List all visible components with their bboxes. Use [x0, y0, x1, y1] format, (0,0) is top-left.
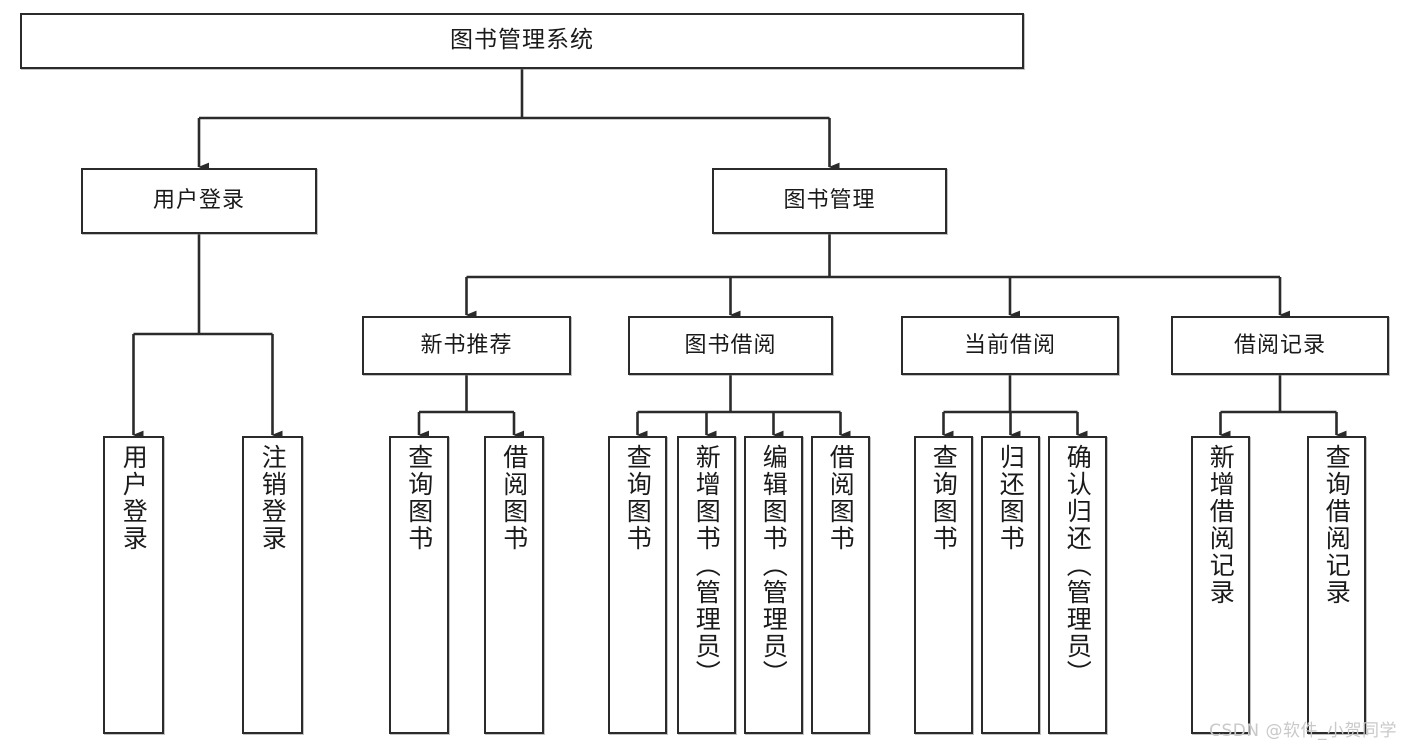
node-label: 查询图书 [404, 444, 434, 552]
node-leaf4[interactable]: 借阅图书 [484, 436, 544, 734]
node-label: 查询图书 [929, 444, 959, 552]
node-label: 注销登录 [258, 444, 288, 552]
node-leaf1[interactable]: 用户登录 [103, 436, 164, 734]
node-label: 新书推荐 [420, 332, 513, 358]
node-leaf9[interactable]: 查询图书 [914, 436, 973, 734]
node-current[interactable]: 当前借阅 [901, 316, 1119, 375]
node-records[interactable]: 借阅记录 [1171, 316, 1389, 375]
node-label: 新增图书（管理员） [692, 444, 722, 687]
node-label: 图书管理系统 [450, 27, 594, 54]
node-label: 当前借阅 [963, 332, 1056, 358]
node-login[interactable]: 用户登录 [81, 168, 317, 234]
node-label: 新增借阅记录 [1206, 444, 1236, 606]
node-newbook[interactable]: 新书推荐 [362, 316, 571, 375]
node-leaf3[interactable]: 查询图书 [389, 436, 449, 734]
node-label: 编辑图书（管理员） [759, 444, 789, 687]
node-label: 用户登录 [152, 188, 245, 214]
node-label: 图书借阅 [684, 332, 777, 358]
node-label: 借阅记录 [1233, 332, 1326, 358]
node-label: 确认归还（管理员） [1063, 444, 1093, 687]
node-bookmgmt[interactable]: 图书管理 [712, 168, 947, 234]
node-label: 归还图书 [996, 444, 1026, 552]
node-leaf7[interactable]: 编辑图书（管理员） [744, 436, 803, 734]
node-leaf12[interactable]: 新增借阅记录 [1191, 436, 1250, 734]
csdn-watermark: CSDN @软件_小贺同学 [1209, 721, 1397, 741]
node-leaf2[interactable]: 注销登录 [242, 436, 303, 734]
node-borrowbook[interactable]: 图书借阅 [628, 316, 833, 375]
node-leaf10[interactable]: 归还图书 [981, 436, 1040, 734]
node-leaf5[interactable]: 查询图书 [608, 436, 667, 734]
node-label: 图书管理 [783, 188, 876, 214]
node-label: 用户登录 [119, 444, 149, 552]
node-leaf8[interactable]: 借阅图书 [811, 436, 870, 734]
node-root[interactable]: 图书管理系统 [20, 13, 1024, 69]
node-leaf6[interactable]: 新增图书（管理员） [677, 436, 736, 734]
node-label: 查询借阅记录 [1322, 444, 1352, 606]
node-label: 借阅图书 [826, 444, 856, 552]
node-label: 查询图书 [623, 444, 653, 552]
node-leaf11[interactable]: 确认归还（管理员） [1048, 436, 1107, 734]
node-label: 借阅图书 [499, 444, 529, 552]
node-leaf13[interactable]: 查询借阅记录 [1307, 436, 1366, 734]
